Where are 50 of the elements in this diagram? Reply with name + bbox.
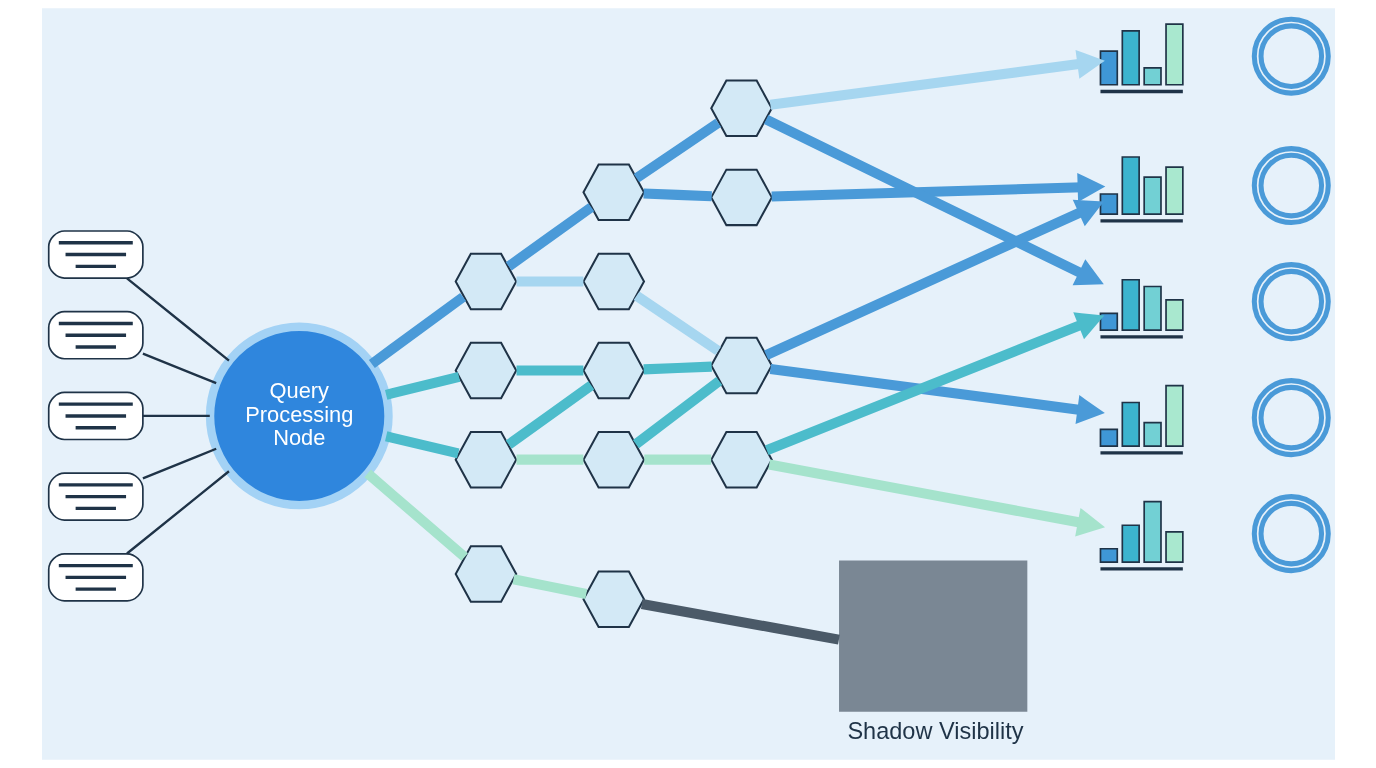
node-hexagon <box>709 430 773 489</box>
node-hexagon <box>709 336 773 395</box>
connector <box>384 371 460 400</box>
node-donut <box>1251 494 1331 574</box>
connector <box>125 277 230 362</box>
connector <box>642 361 712 375</box>
connector <box>368 292 466 368</box>
node-hexagon <box>709 168 773 227</box>
node-label: Shadow Visibility <box>846 718 1023 745</box>
connector <box>516 365 583 376</box>
connector <box>125 470 230 555</box>
node-donut <box>1251 16 1331 96</box>
arrow <box>767 459 1105 537</box>
arrow <box>764 312 1104 455</box>
connector <box>516 276 583 287</box>
node-donut <box>1251 262 1331 342</box>
arrow <box>769 364 1105 424</box>
connector <box>643 454 711 465</box>
arrow <box>763 114 1104 286</box>
connector <box>516 454 583 465</box>
connector <box>642 188 712 202</box>
node-circle: Query Processing Node <box>205 322 393 510</box>
node-hexagon <box>454 545 517 603</box>
node-hexagon <box>709 79 773 138</box>
connector <box>384 431 459 459</box>
node-donut <box>1251 378 1331 458</box>
connector <box>141 447 217 480</box>
arrow <box>769 49 1105 110</box>
connector <box>141 352 217 385</box>
connector <box>363 469 468 561</box>
connector <box>640 599 840 645</box>
connector <box>632 377 722 449</box>
node-hexagon <box>454 341 517 400</box>
node-hexagon <box>581 252 645 311</box>
connector <box>142 414 210 418</box>
connector <box>633 291 721 356</box>
node-hexagon <box>454 430 517 489</box>
arrow <box>771 172 1105 202</box>
node-box <box>838 560 1027 712</box>
connector <box>511 574 587 599</box>
node-donut <box>1251 146 1331 226</box>
node-hexagon <box>454 252 517 311</box>
node-hexagon <box>581 570 645 628</box>
connector <box>505 381 594 449</box>
node-hexagon <box>581 341 645 400</box>
node-hexagon <box>581 163 645 222</box>
arrow <box>763 199 1104 360</box>
connector <box>505 203 594 271</box>
node-hexagon <box>581 430 645 489</box>
connector <box>633 118 721 183</box>
